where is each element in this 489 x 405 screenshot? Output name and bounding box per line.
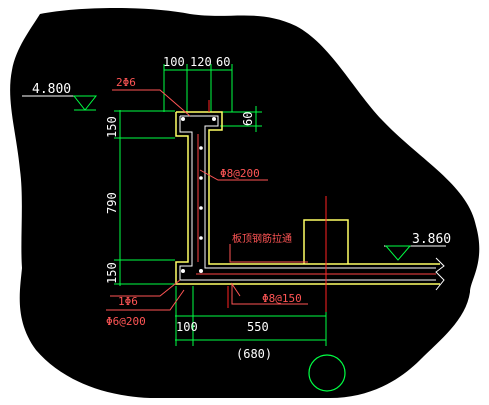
label-leaders	[106, 89, 308, 311]
rebar-label-top: 2Φ6	[116, 76, 136, 89]
rebar-label-bottom-stirrup: Φ6@200	[106, 315, 146, 328]
left-dimension-1: 150	[105, 116, 119, 138]
total-dimension: (680)	[236, 347, 272, 361]
rebar-dots	[181, 117, 216, 273]
left-dimension-3: 150	[105, 262, 119, 284]
axis-lines	[208, 100, 327, 312]
top-dimension-1: 100	[163, 55, 185, 69]
inner-rebar	[196, 134, 436, 275]
elevation-top-value: 4.800	[32, 82, 71, 97]
rebar-label-slab-note: 板顶钢筋拉通	[232, 232, 292, 245]
elevation-right-value: 3.860	[412, 232, 451, 247]
right-small-dimension	[220, 106, 262, 132]
left-dimension-chain	[114, 110, 175, 286]
top-dimension-2: 120	[190, 55, 212, 69]
elevation-top-marker	[22, 95, 98, 111]
top-dimension-chain	[163, 64, 233, 112]
drawing-background	[10, 8, 480, 398]
bottom-dimension-2: 550	[247, 320, 269, 334]
top-dimension-3: 60	[216, 55, 230, 69]
elevation-right-marker	[384, 245, 446, 261]
triangle-elevation-icon	[384, 245, 412, 261]
left-dimension-2: 790	[105, 192, 119, 214]
triangle-elevation-icon	[72, 95, 98, 111]
bottom-dimension-1: 100	[176, 320, 198, 334]
rebar-label-stirrup: Φ8@200	[220, 167, 260, 180]
circle-detail-icon	[308, 354, 346, 392]
rebar-label-bottom-bar: 1Φ6	[118, 295, 138, 308]
right-small-dimension-value: 60	[241, 112, 255, 126]
break-line-icon	[435, 257, 445, 291]
rebar-label-slab-bar: Φ8@150	[262, 292, 302, 305]
